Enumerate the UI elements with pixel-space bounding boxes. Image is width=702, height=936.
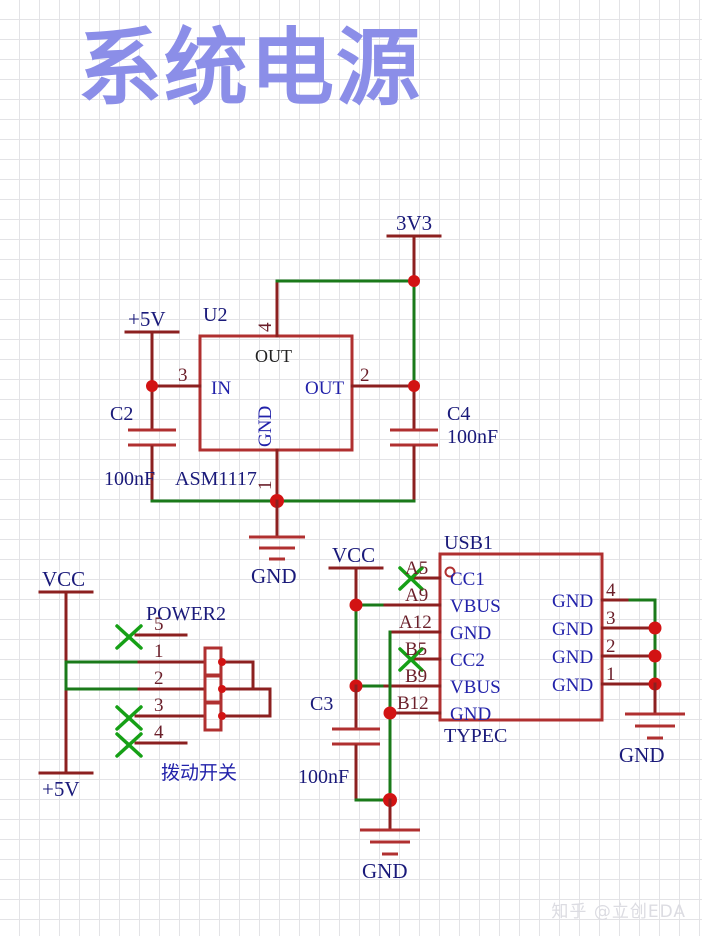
junction-dot — [408, 380, 420, 392]
watermark: 知乎 @立创EDA — [551, 902, 686, 922]
usb1-pin-number-2: 2 — [606, 636, 616, 657]
usb1-pin-number-3: 3 — [606, 608, 616, 629]
component-power2-switch[interactable]: 5 1 2 3 4 — [115, 603, 272, 784]
switch-contact-dot — [218, 685, 226, 693]
junction-dot — [383, 706, 397, 720]
net-label-3v3-text: 3V3 — [396, 211, 432, 235]
usb1-pin-number-a9: A9 — [405, 585, 428, 606]
u2-pin-number-2: 2 — [360, 365, 370, 386]
page-title: 系统电源 — [78, 18, 423, 117]
usb1-pin-name-gnd-2: GND — [552, 647, 593, 668]
usb1-pin-number-4: 4 — [606, 580, 616, 601]
power2-pin-number-2: 2 — [154, 668, 164, 689]
usb1-pin-name-cc2: CC2 — [450, 650, 485, 671]
net-label-vcc-usb[interactable]: VCC — [328, 543, 384, 607]
power2-pin-number-4: 4 — [154, 722, 164, 743]
usb1-pin-name-gnd-b: GND — [450, 704, 491, 725]
c4-designator: C4 — [447, 403, 470, 425]
usb1-pin-number-1: 1 — [606, 664, 616, 685]
u2-pin-out-name: OUT — [305, 378, 344, 399]
junction-dot — [648, 649, 662, 663]
c2-value: 100nF — [104, 468, 155, 490]
c3-designator: C3 — [310, 693, 333, 715]
net-label-3v3[interactable]: 3V3 — [386, 211, 442, 283]
usb1-pin1-marker — [444, 566, 456, 578]
wire-gnd-rail-u2 — [150, 494, 416, 508]
usb1-part-name: TYPEC — [444, 725, 507, 747]
nc-cross-pin4 — [115, 732, 143, 758]
power2-pin-number-1: 1 — [154, 641, 164, 662]
junction-dot — [408, 275, 420, 287]
wire-vcc-to-vbus — [349, 598, 384, 693]
u2-part-name: ASM1117 — [175, 468, 257, 490]
usb1-pin-name-gnd-1: GND — [552, 675, 593, 696]
usb1-pin-name-gnd-4: GND — [552, 591, 593, 612]
net-label-plus5v-bottom-text: +5V — [42, 777, 80, 801]
ground-symbol-u2[interactable]: GND — [249, 499, 305, 588]
component-u2-asm1117[interactable]: IN OUT OUT GND 3 2 4 1 U2 ASM1117 — [150, 279, 416, 503]
usb1-pin-name-cc1: CC1 — [450, 569, 485, 590]
net-label-plus5v-top-text: +5V — [128, 307, 166, 331]
component-c2-capacitor[interactable]: C2 100nF — [104, 380, 176, 503]
wire-switch-green — [64, 660, 138, 691]
c4-value: 100nF — [447, 426, 498, 448]
component-c3-capacitor[interactable]: C3 100nF — [298, 684, 380, 802]
wire-usb-left-gnd — [383, 630, 397, 802]
power2-pin-number-3: 3 — [154, 695, 164, 716]
nc-cross-b5 — [398, 647, 424, 672]
component-usb1-typec[interactable]: A5 CC1 A9 VBUS A12 GND B5 CC2 B9 VBUS — [380, 532, 657, 747]
u2-designator: U2 — [203, 304, 227, 326]
ground-symbol-usb[interactable]: GND — [619, 712, 685, 767]
switch-contact-dot — [218, 658, 226, 666]
c2-designator: C2 — [110, 403, 133, 425]
switch-contact-dot — [218, 712, 226, 720]
usb1-pin-number-a12: A12 — [399, 612, 432, 633]
ground-label-usb: GND — [619, 743, 665, 767]
usb1-pin-name-gnd-a: GND — [450, 623, 491, 644]
u2-pin-in-name: IN — [211, 378, 231, 399]
power2-pin-number-5: 5 — [154, 614, 164, 635]
junction-dot — [349, 598, 363, 612]
u2-pin-number-1: 1 — [255, 481, 276, 491]
net-label-plus5v-bottom[interactable]: +5V — [38, 687, 94, 801]
net-label-vcc-left-text: VCC — [42, 567, 85, 591]
power2-part-name: 拨动开关 — [161, 762, 237, 784]
nc-cross-pin5 — [115, 624, 143, 650]
usb1-pin-number-b9: B9 — [405, 666, 427, 687]
wire-3v3-rail — [275, 275, 420, 392]
ground-label-bottom: GND — [362, 859, 408, 883]
junction-dot — [648, 621, 662, 635]
net-label-vcc-left[interactable]: VCC — [38, 567, 94, 664]
usb1-pin-name-gnd-3: GND — [552, 619, 593, 640]
junction-dot — [146, 380, 158, 392]
u2-pin-number-4: 4 — [255, 322, 276, 332]
usb1-pin-number-b12: B12 — [397, 693, 429, 714]
c3-value: 100nF — [298, 766, 349, 788]
usb1-pin-number-a5: A5 — [405, 558, 428, 579]
net-label-vcc-usb-text: VCC — [332, 543, 375, 567]
usb1-pin-name-vbus-b: VBUS — [450, 677, 501, 698]
usb1-pin-name-vbus-a: VBUS — [450, 596, 501, 617]
ground-label-u2: GND — [251, 564, 297, 588]
net-label-plus5v-top[interactable]: +5V — [124, 307, 180, 388]
wire-usb-gnd-bus — [628, 598, 662, 714]
u2-pin-gnd-name: GND — [255, 406, 276, 447]
nc-cross-pin3 — [115, 705, 143, 731]
usb1-pin-number-b5: B5 — [405, 639, 427, 660]
component-c4-capacitor[interactable]: C4 100nF — [390, 384, 498, 503]
nc-cross-a5 — [398, 566, 424, 591]
u2-pin-out-top-name: OUT — [255, 346, 292, 366]
power2-designator: POWER2 — [146, 603, 226, 625]
ground-symbol-bottom[interactable]: GND — [360, 798, 420, 883]
u2-pin-number-3: 3 — [178, 365, 188, 386]
usb1-designator: USB1 — [444, 532, 493, 554]
